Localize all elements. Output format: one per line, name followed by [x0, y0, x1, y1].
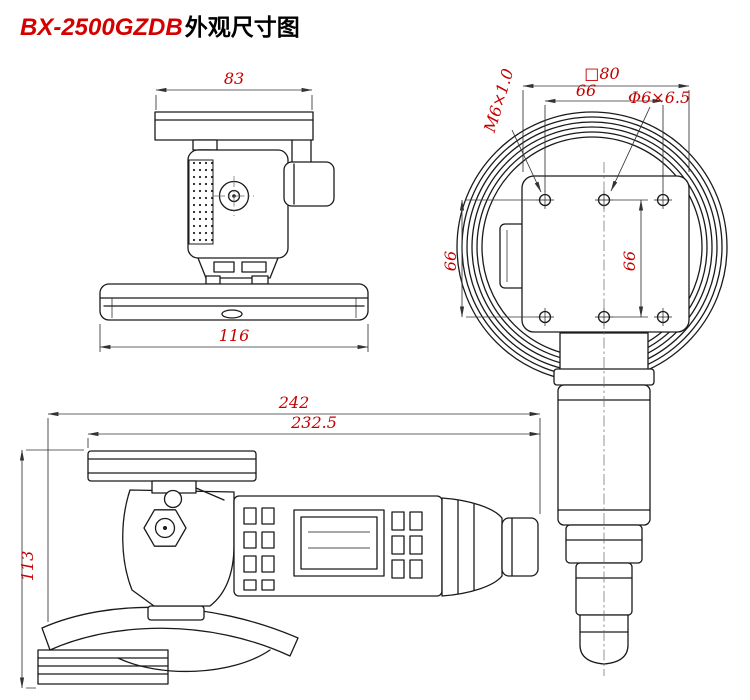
model-number: BX-2500GZDB [20, 14, 183, 41]
page-title: BX-2500GZDB外观尺寸图 [20, 8, 300, 42]
rear-view: □80 66 Φ6×6.5 M6×1.0 66 66 [441, 64, 728, 676]
dim-front-top-width: 83 [224, 69, 244, 88]
dim-rear-hole-spacing-right: 66 [620, 251, 639, 271]
front-top-plate [154, 111, 314, 141]
side-view-dimensions: 242 232.5 113 [18, 393, 541, 689]
side-base-plate [37, 649, 169, 685]
side-rear-cap [441, 497, 503, 597]
side-motor-housing [233, 495, 443, 597]
side-view-drawing [37, 450, 539, 685]
side-nameplate [293, 509, 385, 577]
dim-side-body-length: 232.5 [290, 413, 337, 432]
side-top-plate [87, 450, 257, 482]
title-suffix: 外观尺寸图 [184, 14, 300, 40]
side-rear-nozzle [501, 517, 539, 577]
dim-side-overall-length: 242 [278, 393, 310, 412]
dim-rear-hole: Φ6×6.5 [628, 88, 690, 107]
dim-rear-square: □80 [584, 64, 619, 83]
dim-rear-hole-spacing-top: 66 [576, 81, 596, 100]
front-view: 83 116 [99, 69, 369, 352]
side-right-vents [391, 511, 423, 579]
front-knurl-grip [188, 159, 214, 245]
side-left-vents [243, 507, 275, 591]
side-view: 242 232.5 113 [18, 393, 541, 689]
dim-rear-thread: M6×1.0 [480, 66, 518, 135]
dim-front-bottom-width: 116 [219, 326, 250, 345]
side-gear-head [122, 489, 235, 607]
front-view-drawing [99, 111, 369, 321]
dim-rear-hole-spacing-left: 66 [441, 251, 460, 271]
side-grinding-disc [41, 606, 299, 657]
front-view-dimensions: 83 116 [99, 69, 369, 352]
rear-mounting-plate [521, 175, 690, 333]
front-wheel-edge [99, 283, 369, 321]
front-gearbox [283, 161, 335, 207]
dim-side-height: 113 [18, 551, 37, 582]
